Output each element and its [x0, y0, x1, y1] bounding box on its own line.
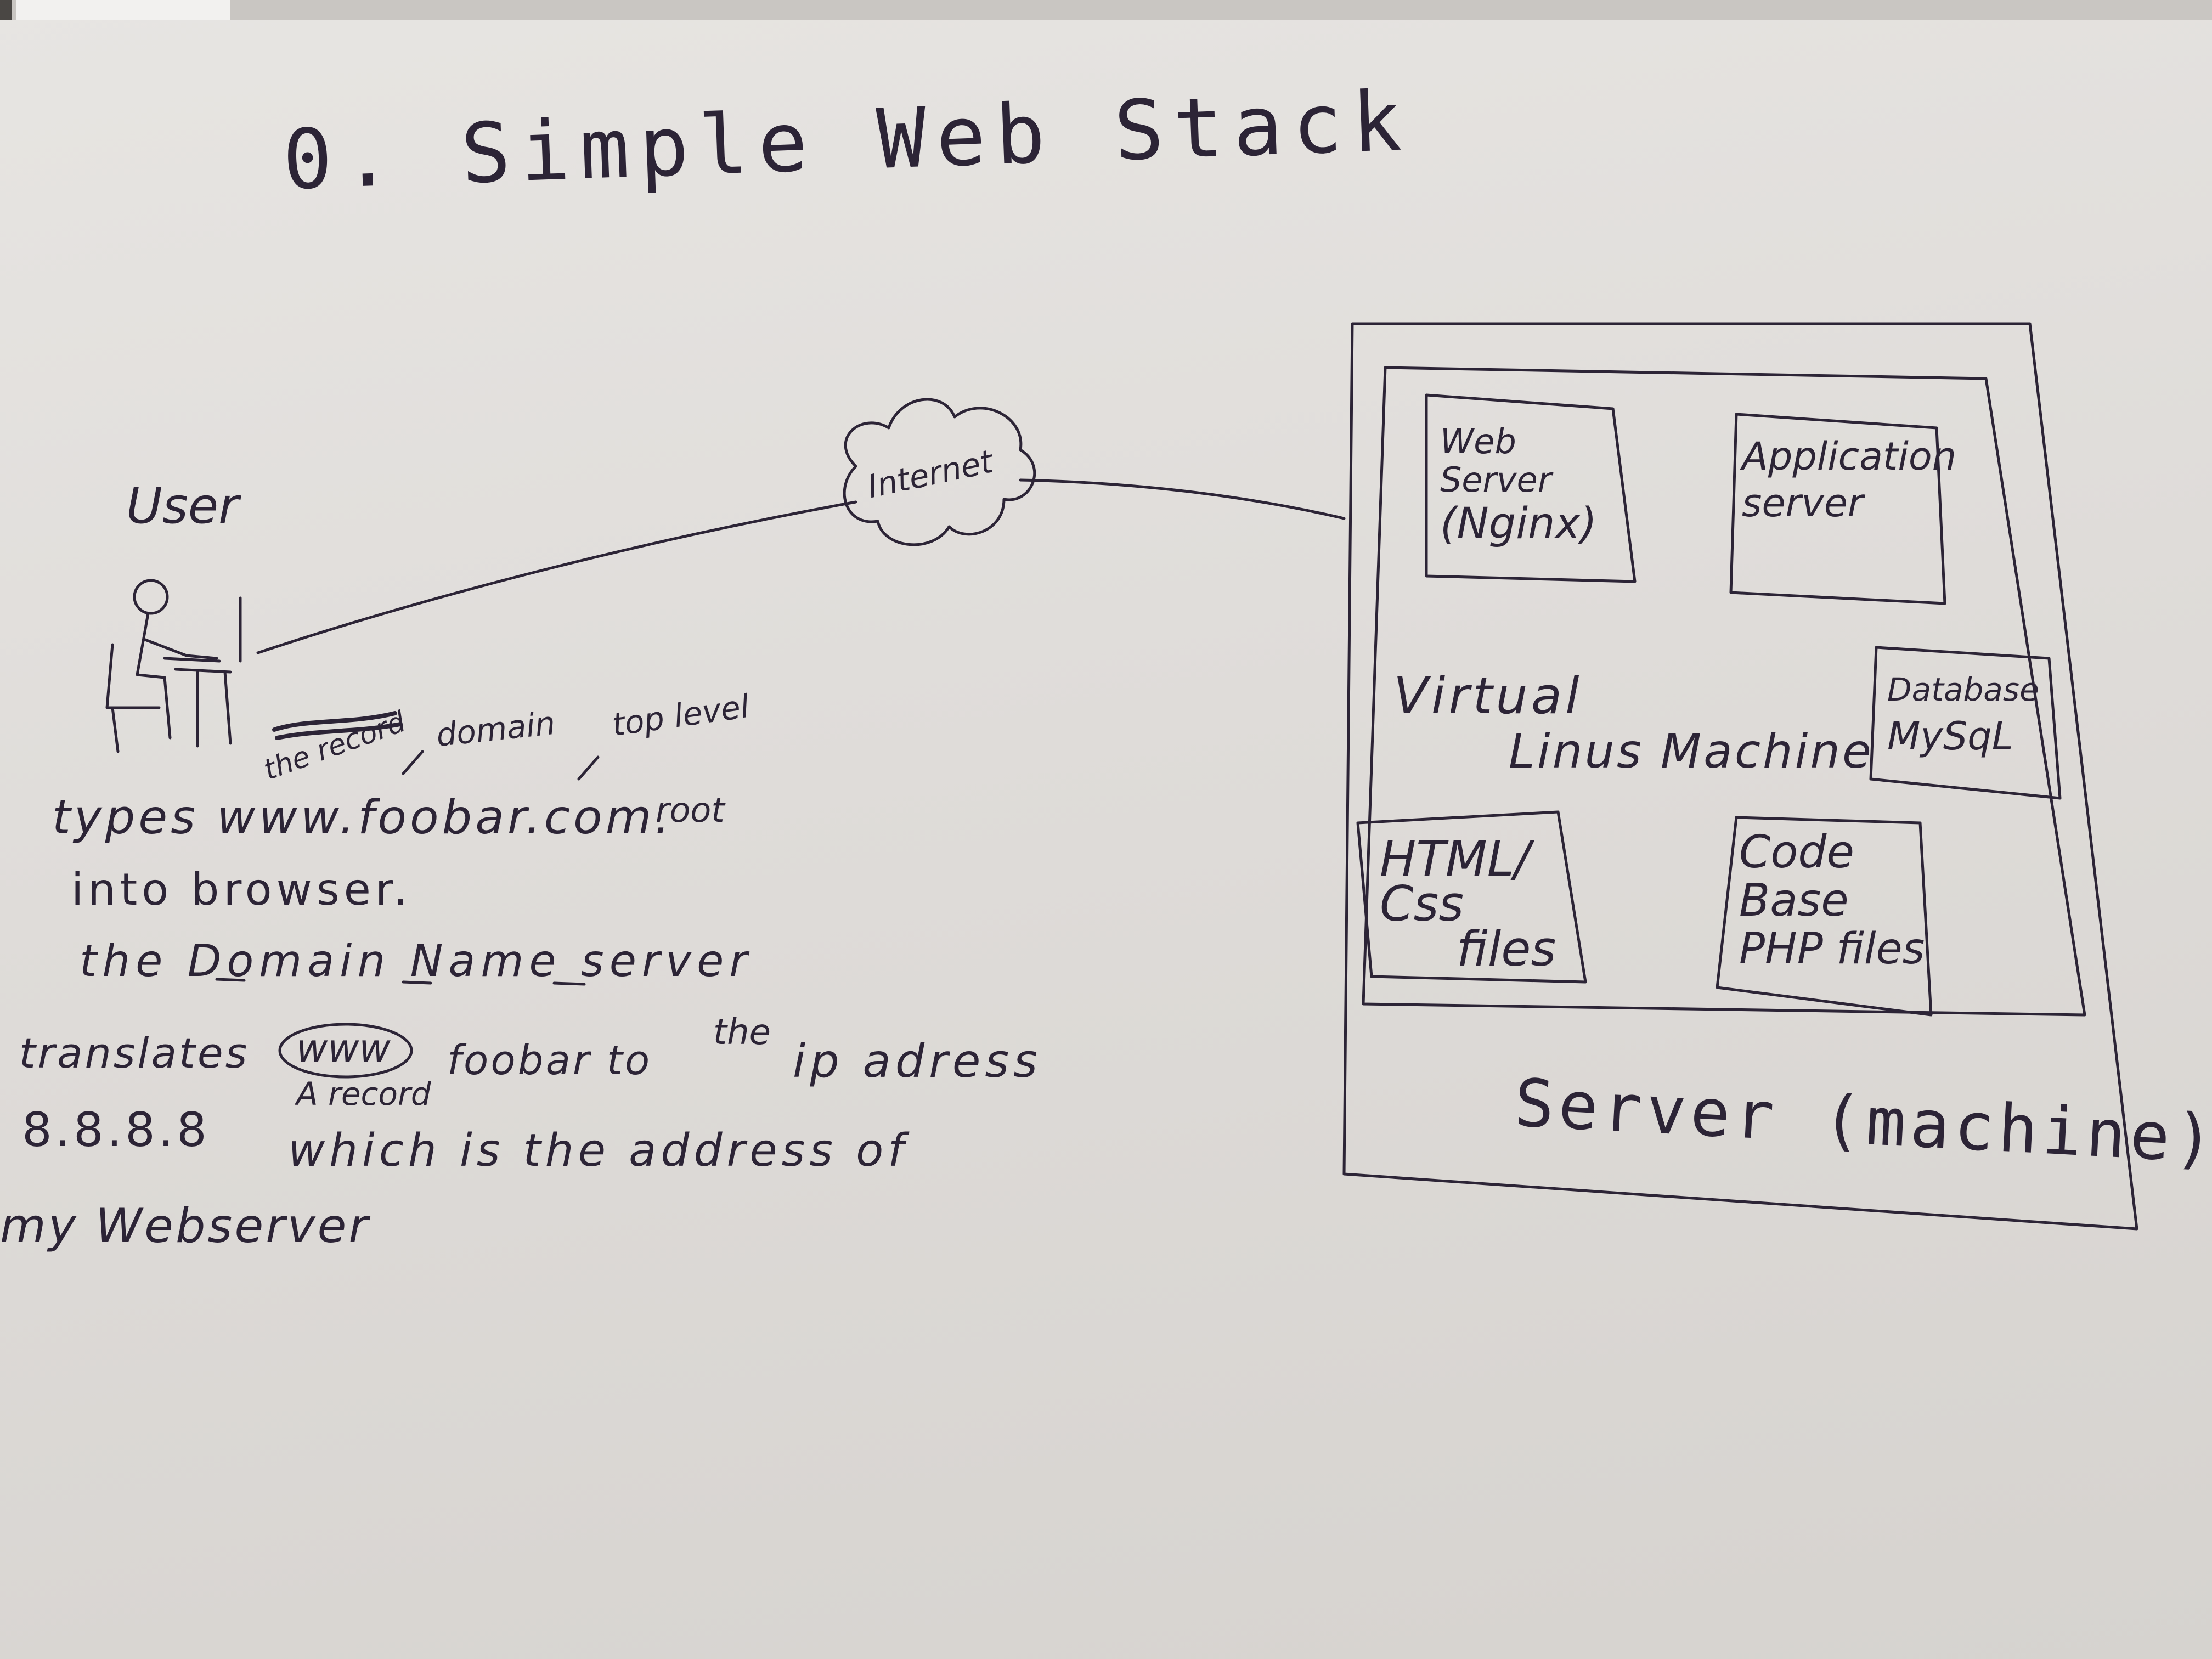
- database-label: Database MySqL: [1887, 667, 2039, 760]
- vm-label-line1: Virtual: [1393, 667, 1583, 725]
- underline-d: [215, 978, 246, 982]
- app-server-line2: server: [1742, 481, 1864, 526]
- note-line3: the Domain Name server: [80, 935, 753, 986]
- underline-n: [402, 980, 432, 985]
- user-arms: [142, 637, 218, 660]
- web-server-label: Web Server (Nginx): [1440, 421, 1597, 549]
- html-css-line3: files: [1457, 921, 1556, 977]
- scribble: [272, 711, 403, 740]
- note-line4-translates: translates: [19, 1029, 250, 1077]
- codebase-label: Code Base PHP files: [1739, 826, 1925, 974]
- note-line4-rest: foobar to: [447, 1037, 652, 1084]
- note-line4-www: www: [296, 1026, 391, 1071]
- annotation-the: the: [713, 1012, 771, 1053]
- app-server-box: [1729, 413, 1946, 605]
- web-server-line3: (Nginx): [1440, 499, 1597, 549]
- html-css-line2: Css: [1380, 876, 1464, 932]
- vm-label-line2: Linus Machine: [1509, 724, 1874, 779]
- top-edge-light: [16, 0, 230, 20]
- user-desk: [174, 668, 232, 748]
- www-circle: [278, 1023, 413, 1079]
- top-edge-dark: [0, 0, 12, 20]
- top-edge: [0, 0, 2212, 20]
- app-server-label: Application server: [1742, 433, 1956, 527]
- codebase-line3: PHP files: [1739, 924, 1925, 974]
- annotation-root: root: [656, 790, 725, 830]
- note-line5-ip: 8.8.8.8: [22, 1103, 210, 1158]
- internet-cloud: [843, 398, 1036, 546]
- internet-server-link: [1019, 478, 1346, 520]
- user-keyboard: [163, 657, 221, 663]
- note-line1: types www.foobar.com.: [52, 790, 673, 845]
- web-server-line1: Web: [1440, 421, 1516, 461]
- note-line6: my Webserver: [0, 1199, 370, 1254]
- codebase-line2: Base: [1739, 874, 1849, 927]
- annotation-a-record: A record: [296, 1075, 431, 1113]
- database-line2: MySqL: [1887, 714, 2013, 759]
- domain-tick: [402, 750, 424, 775]
- note-line4-ip: ip adress: [793, 1034, 1042, 1088]
- user-body: [136, 612, 172, 740]
- vm-inner-box: [1362, 366, 2086, 1017]
- note-line2: into browser.: [71, 864, 412, 915]
- note-line5-rest: which is the address of: [288, 1125, 909, 1177]
- user-chair: [105, 643, 161, 753]
- web-server-line2: Server: [1440, 460, 1552, 500]
- user-internet-link: [256, 500, 857, 654]
- user-head: [133, 579, 169, 615]
- html-css-box: [1356, 810, 1587, 984]
- web-server-box: [1425, 393, 1637, 583]
- html-css-line1: HTML/: [1380, 831, 1531, 887]
- database-line1: Database: [1887, 671, 2039, 708]
- tld-tick: [577, 755, 600, 781]
- codebase-line1: Code: [1739, 826, 1854, 878]
- app-server-line1: Application: [1742, 434, 1957, 479]
- server-outer-box: [1342, 322, 2138, 1231]
- database-box: [1869, 646, 2062, 800]
- underline-s: [552, 981, 586, 986]
- user-label: User: [126, 477, 239, 535]
- html-css-label: HTML/ Css files: [1380, 831, 1556, 977]
- codebase-box: [1716, 816, 1933, 1017]
